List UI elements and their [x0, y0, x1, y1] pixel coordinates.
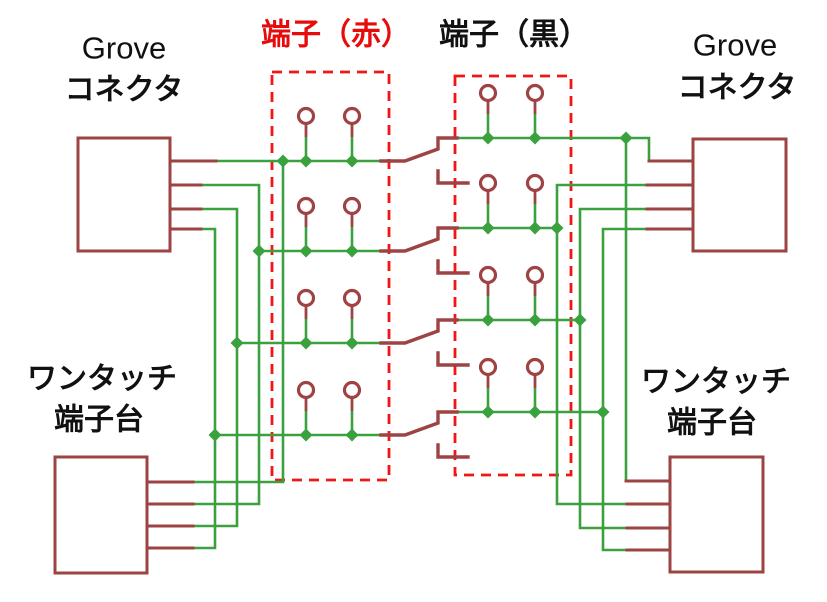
red-terminal-circle — [296, 288, 316, 345]
red-terminal-dashed-region — [270, 70, 391, 482]
black-terminal-circle — [478, 357, 498, 414]
red-terminal-circle — [296, 196, 316, 253]
pin-stubs — [145, 159, 695, 552]
wire-vert-row2-left — [190, 183, 261, 506]
red-terminal-circle — [296, 106, 316, 163]
grove-label-top-left-line1: Grove — [82, 31, 166, 66]
wire-vert-row4-right — [601, 227, 650, 552]
grove-label-top-left-line2: コネクタ — [65, 74, 184, 107]
terminal-block-box-bottom-right — [668, 455, 765, 574]
onetouch-label-bottom-right-line2: 端子台 — [667, 406, 757, 440]
terminal-black-label: 端子（黒） — [439, 18, 589, 52]
onetouch-label-bottom-right-line1: ワンタッチ — [641, 366, 791, 399]
black-terminal-circle — [525, 265, 545, 322]
grove-connector-box-top-right — [691, 137, 788, 253]
switch-symbol-row3 — [379, 318, 470, 367]
red-terminal-circle — [342, 288, 362, 345]
black-terminal-circle — [525, 83, 545, 140]
black-terminal-circle — [478, 265, 498, 322]
wire-vert-row4-left — [190, 227, 217, 550]
grove-label-top-right-line1: Grove — [693, 28, 777, 63]
grove-label-top-right-line2: コネクタ — [678, 72, 797, 105]
onetouch-label-bottom-left-line2: 端子台 — [54, 403, 144, 437]
black-terminal-circle — [478, 83, 498, 140]
onetouch-label-bottom-left-line1: ワンタッチ — [27, 363, 177, 396]
wires-green-right — [453, 136, 651, 552]
terminal-red-label: 端子（赤） — [261, 18, 411, 52]
wire-vert-row1-to-block — [190, 159, 285, 484]
wire-row1-right — [453, 136, 651, 163]
red-terminal-circle — [342, 106, 362, 163]
wires-green-left — [190, 159, 385, 550]
black-terminal-circle — [525, 173, 545, 230]
wire-vert-row2-right — [555, 183, 650, 506]
grove-connector-box-top-left — [76, 136, 172, 253]
red-terminal-circle — [342, 196, 362, 253]
black-terminal-circle — [478, 173, 498, 230]
terminal-block-box-bottom-left — [53, 455, 149, 575]
black-terminal-dashed-region — [453, 74, 573, 477]
red-terminal-circle — [296, 380, 316, 437]
red-terminal-circle — [342, 380, 362, 437]
black-terminal-circle — [525, 357, 545, 414]
